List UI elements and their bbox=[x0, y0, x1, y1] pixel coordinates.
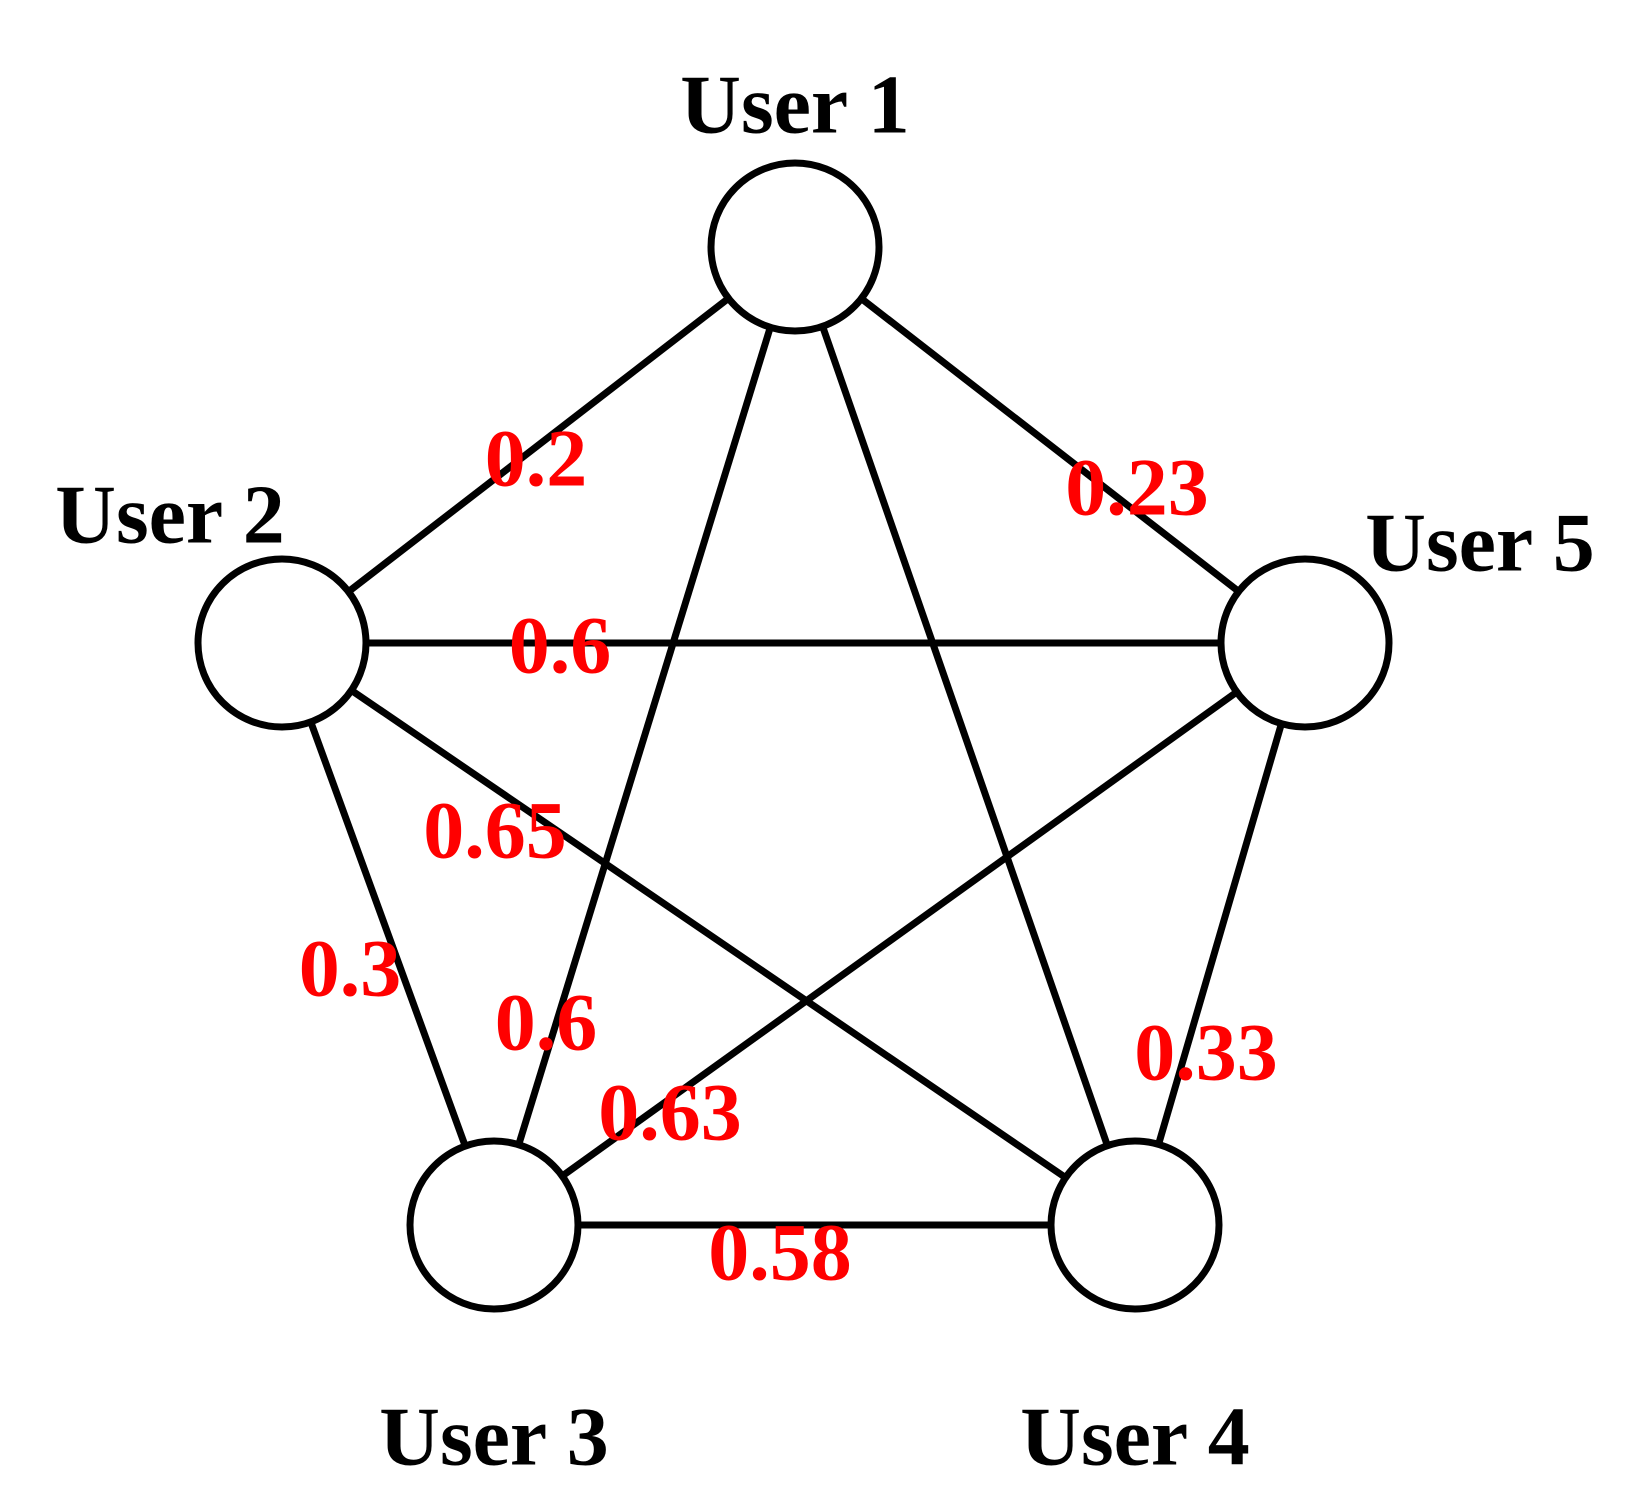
node-label-u3: User 3 bbox=[379, 1391, 608, 1484]
edge-u3-u5 bbox=[491, 640, 1308, 1228]
nodes-layer bbox=[194, 159, 1393, 1313]
edge-u4-u5 bbox=[1131, 642, 1309, 1226]
edge-u1-u2 bbox=[279, 244, 798, 646]
edge-weight-u1-u5: 0.23 bbox=[1065, 442, 1209, 533]
edge-weight-u1-u3: 0.6 bbox=[495, 977, 598, 1068]
node-label-u1: User 1 bbox=[680, 59, 909, 152]
edge-u1-u4 bbox=[791, 245, 1139, 1227]
edges-layer bbox=[278, 244, 1309, 1229]
node-label-u5: User 5 bbox=[1365, 497, 1594, 590]
node-u2 bbox=[194, 555, 370, 731]
edge-weight-u3-u4: 0.58 bbox=[708, 1207, 852, 1298]
edge-weight-u4-u5: 0.33 bbox=[1134, 1007, 1278, 1098]
edge-weight-u2-u3: 0.3 bbox=[299, 923, 402, 1014]
edge-weight-u2-u5: 0.6 bbox=[509, 600, 612, 691]
node-label-u4: User 4 bbox=[1020, 1391, 1249, 1484]
edge-u1-u3 bbox=[490, 245, 799, 1227]
node-u4 bbox=[1047, 1137, 1223, 1313]
node-label-u2: User 2 bbox=[55, 469, 284, 562]
edge-u2-u4 bbox=[280, 640, 1137, 1228]
node-u5 bbox=[1217, 555, 1393, 731]
node-u3 bbox=[406, 1137, 582, 1313]
node-labels-layer: User 1 User 2 User 3 User 4 User 5 bbox=[55, 59, 1594, 1484]
node-u1 bbox=[707, 159, 883, 335]
edge-u1-u5 bbox=[792, 244, 1308, 646]
edge-u2-u3 bbox=[278, 641, 498, 1227]
edge-weight-u2-u4: 0.65 bbox=[423, 785, 567, 876]
edge-weight-u3-u5: 0.63 bbox=[598, 1067, 742, 1158]
edge-weight-u1-u2: 0.2 bbox=[485, 413, 588, 504]
